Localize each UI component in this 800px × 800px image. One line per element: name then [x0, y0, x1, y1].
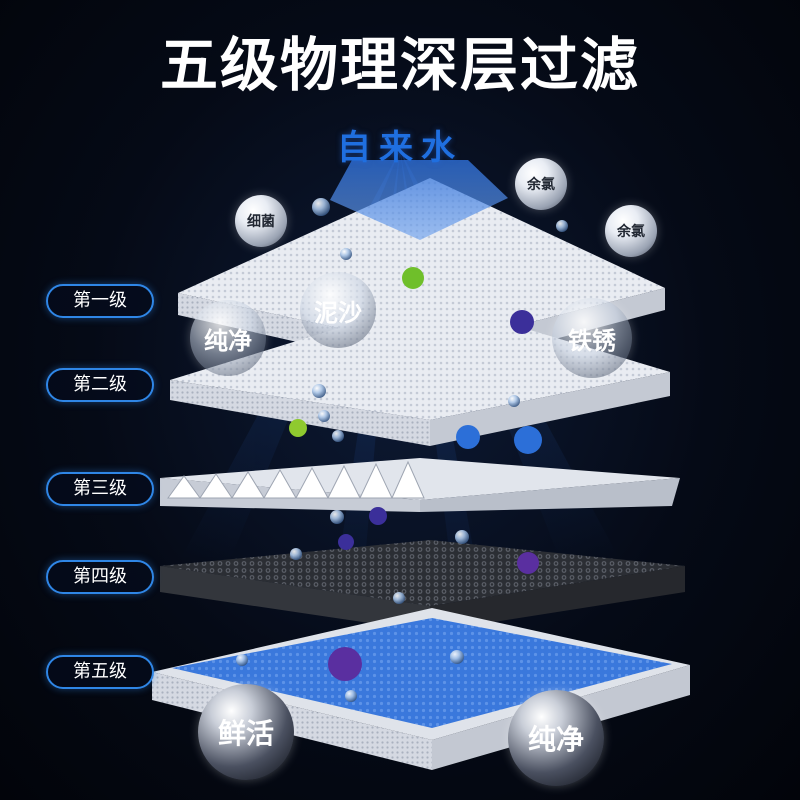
chlorine-bubble-2: 余氯 [605, 205, 657, 257]
layer-3 [160, 458, 680, 512]
level-2-label: 第二级 [46, 368, 154, 402]
water-drop [312, 384, 326, 398]
water-drop [393, 592, 405, 604]
chlorine-bubble-1: 余氯 [515, 158, 567, 210]
fresh-bubble: 鲜活 [198, 684, 294, 780]
water-drop [345, 690, 357, 702]
water-drop [312, 198, 330, 216]
water-drop [450, 650, 464, 664]
page-title: 五级物理深层过滤 [159, 31, 640, 99]
source-water-label: 自来水 [337, 128, 463, 168]
water-drop [330, 510, 344, 524]
layer-2 [170, 300, 670, 446]
water-drop [508, 395, 520, 407]
level-4-label: 第四级 [46, 560, 154, 594]
water-drop [332, 430, 344, 442]
level-1-label: 第一级 [46, 284, 154, 318]
rust-bubble: 铁锈 [552, 298, 632, 378]
level-5-label: 第五级 [46, 655, 154, 689]
pure-bubble-1: 纯净 [190, 300, 266, 376]
water-drop [455, 530, 469, 544]
water-drop [318, 410, 330, 422]
water-drop [556, 220, 568, 232]
sediment-bubble: 泥沙 [300, 272, 376, 348]
particles [289, 267, 542, 681]
water-drop [236, 654, 248, 666]
bacteria-bubble: 细菌 [235, 195, 287, 247]
level-3-label: 第三级 [46, 472, 154, 506]
water-flow-arrow [330, 160, 508, 240]
water-drop [290, 548, 302, 560]
water-drop [340, 248, 352, 260]
pure-bubble-2: 纯净 [508, 690, 604, 786]
